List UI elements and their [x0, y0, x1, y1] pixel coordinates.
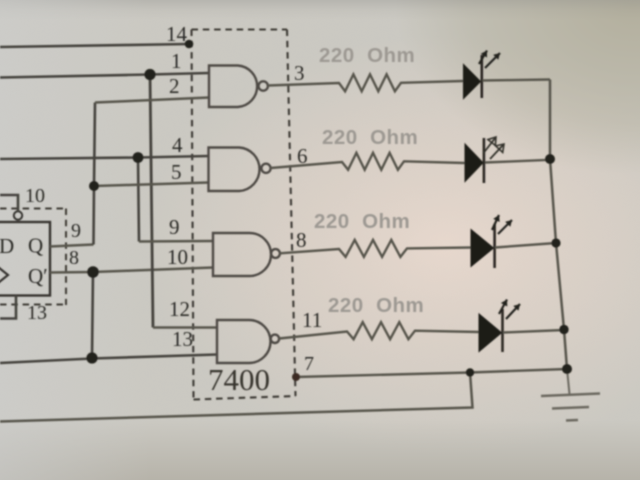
svg-text:3: 3	[294, 61, 305, 85]
svg-text:220 Ohm: 220 Ohm	[314, 210, 410, 233]
svg-text:5: 5	[171, 160, 182, 184]
svg-text:13: 13	[27, 302, 47, 324]
svg-text:220 Ohm: 220 Ohm	[328, 294, 424, 317]
svg-text:12: 12	[169, 297, 190, 321]
svg-text:1: 1	[171, 49, 182, 73]
svg-text:2: 2	[169, 74, 180, 98]
svg-text:10: 10	[167, 245, 188, 269]
svg-text:D: D	[0, 234, 14, 258]
svg-text:11: 11	[302, 308, 322, 332]
svg-text:7400: 7400	[208, 362, 270, 397]
svg-text:8: 8	[296, 228, 307, 252]
svg-text:220 Ohm: 220 Ohm	[322, 126, 418, 149]
svg-text:14: 14	[166, 22, 188, 46]
svg-text:8: 8	[69, 247, 79, 269]
svg-text:7: 7	[304, 353, 314, 375]
svg-text:4: 4	[172, 133, 183, 157]
svg-text:9: 9	[169, 215, 180, 239]
svg-text:13: 13	[172, 327, 193, 351]
svg-text:Q: Q	[28, 234, 43, 258]
svg-text:9: 9	[71, 220, 81, 242]
svg-text:6: 6	[297, 144, 308, 168]
svg-text:220 Ohm: 220 Ohm	[319, 44, 415, 67]
svg-text:10: 10	[25, 185, 45, 207]
svg-text:Q′: Q′	[28, 264, 48, 288]
